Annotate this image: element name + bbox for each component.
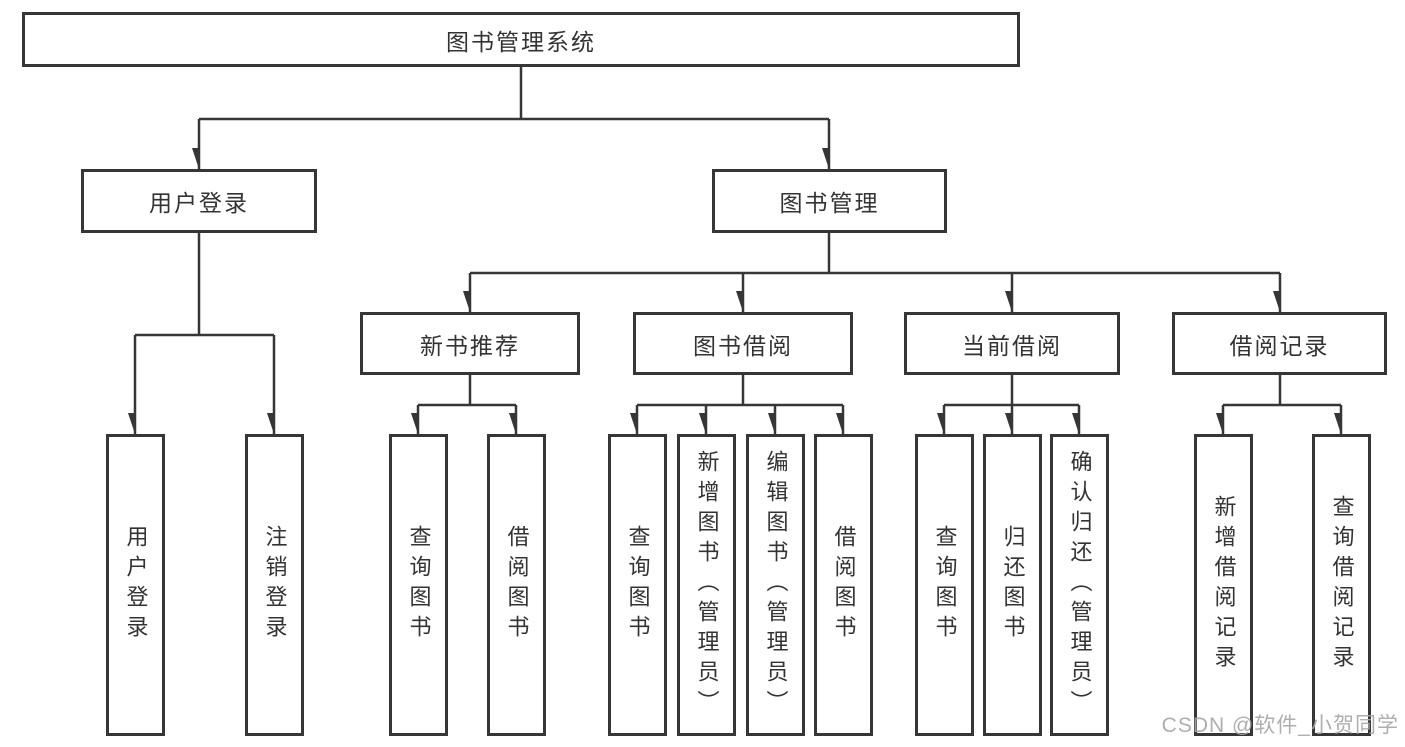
leaf-user-login: 用户登录 xyxy=(106,434,165,736)
leaf-records-query-record: 查询借阅记录 xyxy=(1312,434,1371,736)
leaf-newrec-borrow-books: 借阅图书 xyxy=(487,434,546,736)
leaf-borrow-add-books-admin: 新增图书（管理员） xyxy=(677,434,736,736)
node-user-login-label: 用户登录 xyxy=(149,190,249,216)
node-user-login: 用户登录 xyxy=(81,169,317,233)
leaf-borrow-query-books: 查询图书 xyxy=(608,434,667,736)
leaf-borrow-edit-books-admin-label: 编辑图书（管理员） xyxy=(763,450,789,720)
leaf-borrow-borrow-books-label: 借阅图书 xyxy=(831,525,857,645)
node-book-management: 图书管理 xyxy=(712,169,947,233)
node-borrowing-records: 借阅记录 xyxy=(1172,312,1387,375)
leaf-records-add-record-label: 新增借阅记录 xyxy=(1211,495,1237,675)
leaf-logout: 注销登录 xyxy=(245,434,304,736)
node-new-book-recommend: 新书推荐 xyxy=(360,312,580,375)
leaf-current-query-books-label: 查询图书 xyxy=(932,525,958,645)
leaf-current-confirm-return-admin: 确认归还（管理员） xyxy=(1050,434,1109,736)
leaf-borrow-add-books-admin-label: 新增图书（管理员） xyxy=(694,450,720,720)
csdn-watermark: CSDN @软件_小贺同学 xyxy=(1161,714,1399,737)
leaf-logout-label: 注销登录 xyxy=(262,525,288,645)
leaf-borrow-edit-books-admin: 编辑图书（管理员） xyxy=(746,434,805,736)
node-current-borrowing: 当前借阅 xyxy=(904,312,1120,375)
node-new-book-recommend-label: 新书推荐 xyxy=(420,332,520,359)
leaf-newrec-query-books: 查询图书 xyxy=(389,434,448,736)
node-root-label: 图书管理系统 xyxy=(446,28,596,55)
node-book-management-label: 图书管理 xyxy=(779,190,880,216)
leaf-current-return-books: 归还图书 xyxy=(983,434,1042,736)
leaf-user-login-label: 用户登录 xyxy=(123,525,149,645)
leaf-newrec-query-books-label: 查询图书 xyxy=(406,525,432,645)
node-book-borrowing: 图书借阅 xyxy=(633,312,853,375)
leaf-borrow-borrow-books: 借阅图书 xyxy=(814,434,873,736)
node-current-borrowing-label: 当前借阅 xyxy=(962,332,1062,359)
node-root: 图书管理系统 xyxy=(22,12,1020,67)
leaf-records-query-record-label: 查询借阅记录 xyxy=(1329,495,1355,675)
leaf-current-confirm-return-admin-label: 确认归还（管理员） xyxy=(1067,450,1093,720)
leaf-current-return-books-label: 归还图书 xyxy=(1000,525,1026,645)
leaf-borrow-query-books-label: 查询图书 xyxy=(625,525,651,645)
leaf-newrec-borrow-books-label: 借阅图书 xyxy=(504,525,530,645)
leaf-records-add-record: 新增借阅记录 xyxy=(1194,434,1253,736)
leaf-current-query-books: 查询图书 xyxy=(915,434,974,736)
node-book-borrowing-label: 图书借阅 xyxy=(693,332,793,359)
node-borrowing-records-label: 借阅记录 xyxy=(1229,332,1330,359)
